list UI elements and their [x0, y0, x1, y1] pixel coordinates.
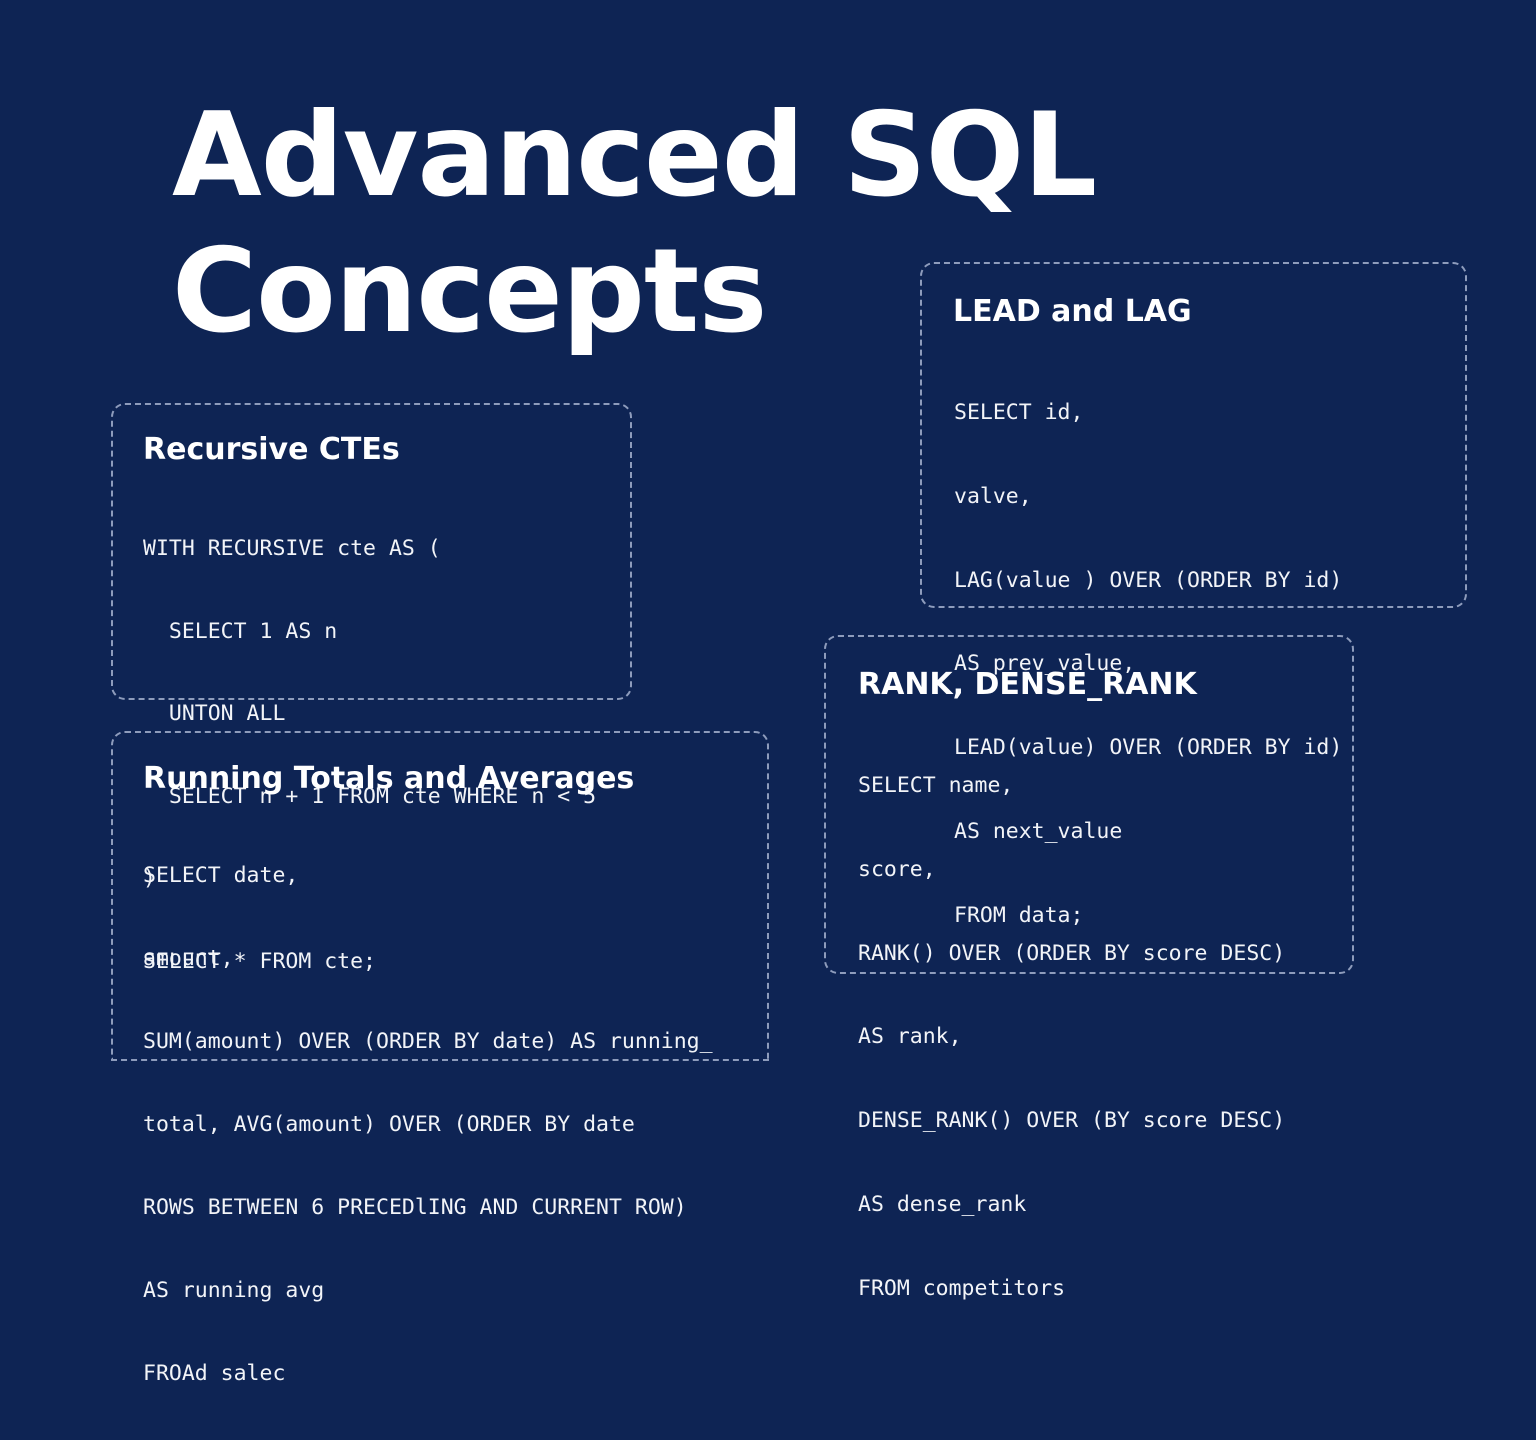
- code-line: DENSE_RANK() OVER (BY score DESC): [858, 1108, 1286, 1134]
- code-line: amount,: [143, 946, 234, 971]
- code-line: RANK() OVER (ORDER BY score DESC): [858, 940, 1286, 966]
- code-line: AS next_value: [954, 818, 1123, 844]
- lead-and-lag-card: LEAD and LAG SELECT id, valve, LAG(value…: [920, 262, 1467, 928]
- code-line: valve,: [954, 483, 1032, 509]
- code-line: SELECT n + 1 FROM cte WHERE n < 5: [143, 783, 597, 809]
- rank-dense-rank-card: RANK, DENSE_RANK SELECT name, score, RAN…: [824, 635, 1354, 1301]
- page-title-line-1: Advanced SQL: [172, 88, 1097, 223]
- rank-dense-rank-card-title: RANK, DENSE_RANK: [858, 667, 1197, 702]
- running-totals-card: Running Totals and Averages SELECT date,…: [111, 731, 769, 1386]
- code-line: SELECT id,: [954, 400, 1084, 425]
- lead-and-lag-code-block: SELECT id, valve, LAG(value ) OVER (ORDE…: [954, 346, 1342, 983]
- recursive-ctes-card: Recursive CTEs WITH RECURSIVE cte AS ( S…: [111, 403, 632, 974]
- code-line: FROM data;: [954, 902, 1084, 928]
- running-totals-card-title: Running Totals and Averages: [143, 761, 635, 796]
- lead-and-lag-card-title: LEAD and LAG: [953, 294, 1192, 329]
- page-title-line-2: Concepts: [172, 224, 767, 359]
- code-line: FROAd salec: [143, 1361, 286, 1386]
- code-line: SELECT 1 AS n: [143, 618, 338, 644]
- code-line: AS prev_value,: [954, 651, 1136, 677]
- code-line: AS dense_rank: [858, 1191, 1027, 1217]
- code-line: LEAD(value) OVER (ORDER BY id): [954, 735, 1343, 761]
- code-line: WITH RECURSIVE cte AS (: [143, 536, 441, 561]
- code-line: AS running avg: [143, 1278, 325, 1303]
- code-line: SELECT name,: [858, 773, 1014, 798]
- code-line: FROM competitors: [858, 1275, 1066, 1301]
- code-line: AS rank,: [858, 1024, 962, 1050]
- code-line: SELECT * FROM cte;: [143, 948, 376, 974]
- recursive-ctes-code-block: WITH RECURSIVE cte AS ( SELECT 1 AS n UN…: [143, 483, 596, 1029]
- running-totals-code-block: SELECT date, amount, SUM(amount) OVER (O…: [143, 809, 713, 1440]
- page-title: Advanced SQL Concepts: [172, 88, 1097, 360]
- code-line: SELECT date,: [143, 863, 299, 888]
- code-line: score,: [858, 856, 936, 882]
- code-line: ROWS BETWEEN 6 PRECEDlING AND CURRENT RO…: [143, 1195, 687, 1220]
- code-line: SUM(amount) OVER (ORDER BY date) AS runn…: [143, 1029, 713, 1054]
- code-line: ): [143, 866, 156, 892]
- code-line: total, AVG(amount) OVER (ORDER BY date: [143, 1112, 635, 1137]
- code-line: LAG(value ) OVER (ORDER BY id): [954, 567, 1343, 593]
- rank-dense-rank-code-block: SELECT name, score, RANK() OVER (ORDER B…: [858, 719, 1285, 1356]
- recursive-ctes-card-title: Recursive CTEs: [143, 432, 400, 467]
- code-line: UNTON ALL: [143, 701, 286, 727]
